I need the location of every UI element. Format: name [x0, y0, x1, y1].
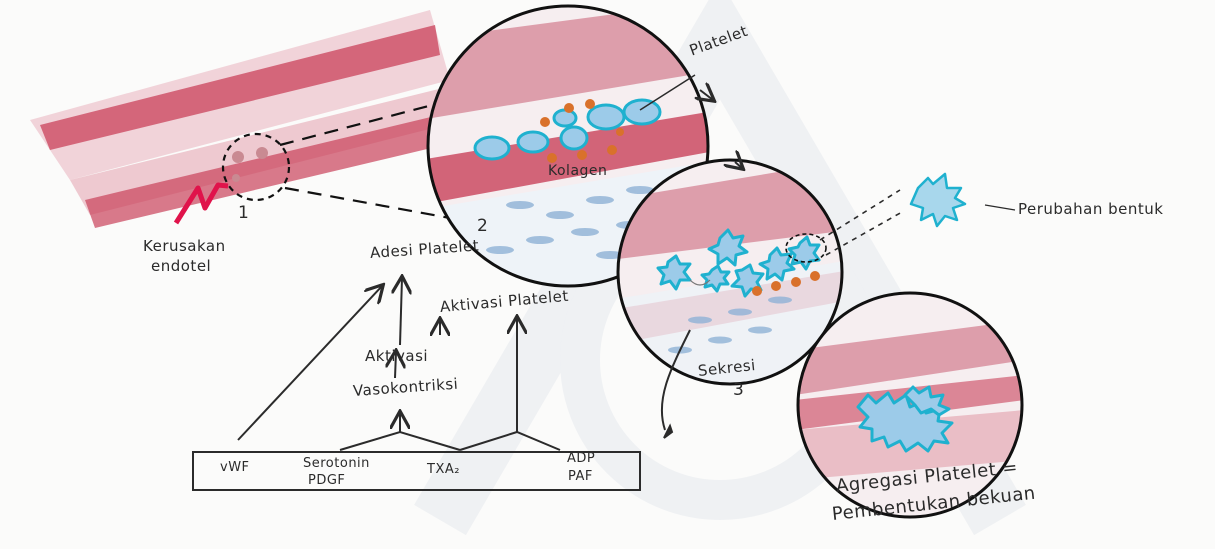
mediator-adp: ADP — [567, 451, 595, 466]
mediator-serotonin: Serotonin — [303, 456, 370, 471]
mediator-txa2: TXA₂ — [427, 462, 460, 477]
mediator-pdgf: PDGF — [308, 473, 345, 488]
step-3-label: 3 — [733, 380, 744, 400]
step-1-label: 1 — [238, 203, 249, 223]
activation-label: Aktivasi — [365, 347, 428, 365]
blood-vessel — [30, 10, 465, 228]
collagen-label: Kolagen — [548, 163, 607, 179]
shape-change-label: Perubahan bentuk — [1018, 200, 1163, 218]
mediator-paf: PAF — [568, 469, 593, 484]
endothelial-damage-label-line2: endotel — [151, 257, 211, 275]
mediator-vwf: vWF — [220, 460, 250, 475]
endothelial-damage-label-line1: Kerusakan — [143, 237, 226, 255]
step-2-label: 2 — [477, 216, 488, 236]
